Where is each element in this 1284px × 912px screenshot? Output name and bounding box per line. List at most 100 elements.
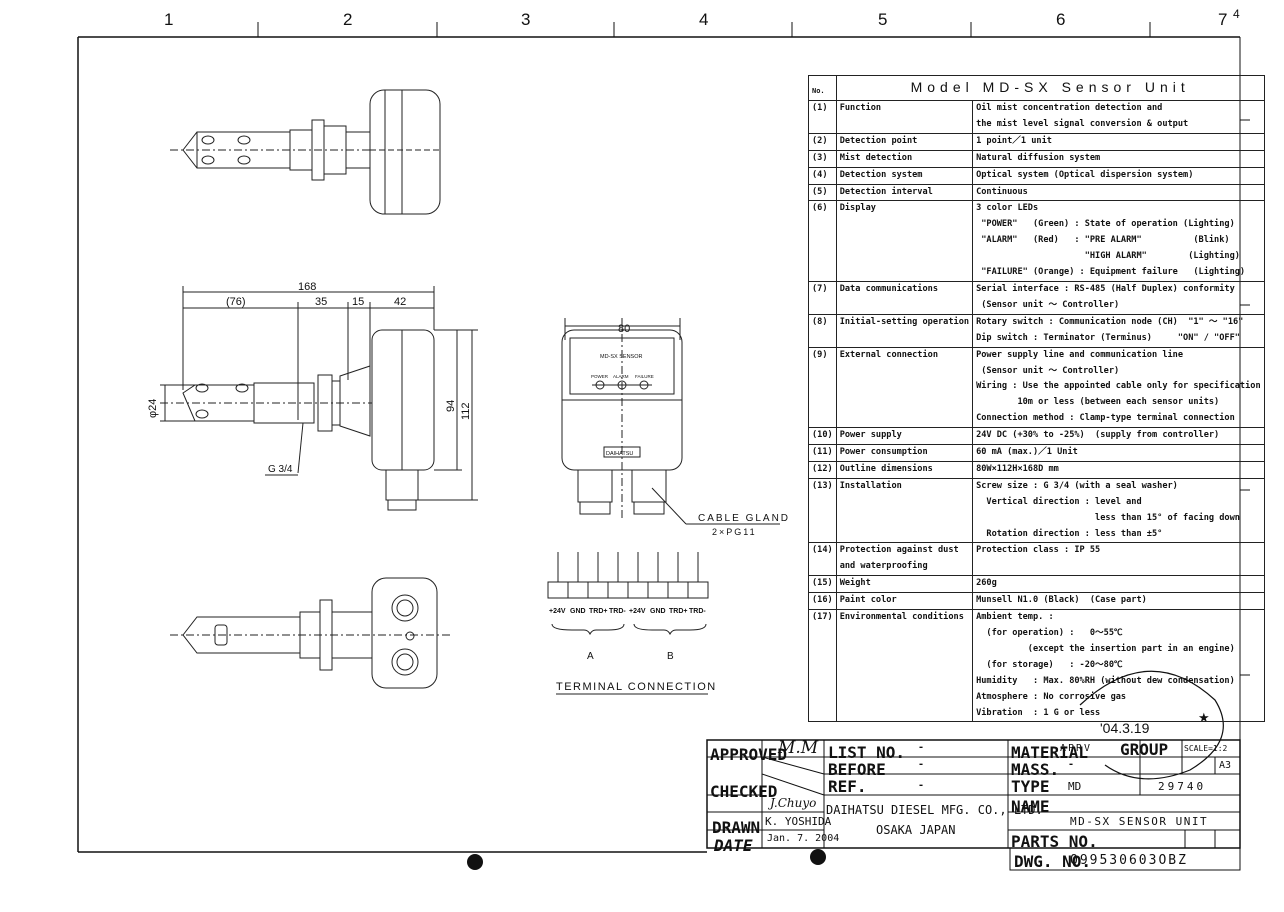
company-city: OSAKA JAPAN — [876, 823, 956, 837]
spec-row-number: (2) — [808, 132, 837, 151]
thread-callout: G 3/4 — [268, 464, 293, 475]
spec-item-label: Weight — [839, 578, 871, 589]
list-no-value: - — [918, 742, 925, 753]
type-value: MD — [1068, 780, 1082, 793]
spec-row-value: Natural diffusion system — [972, 149, 1265, 168]
group-b-label: B — [667, 651, 674, 662]
spec-row-value: Optical system (Optical dispersion syste… — [972, 166, 1265, 185]
spec-row-number: (3) — [808, 149, 837, 168]
spec-value-line: 3 color LEDs — [976, 203, 1039, 214]
spec-value-line: 1 point／1 unit — [976, 135, 1052, 146]
title-block-grid — [706, 739, 1241, 871]
spec-item-label: Mist detection — [839, 152, 913, 163]
spec-value-line: 24V DC (+30% to -25%) (supply from contr… — [976, 430, 1220, 441]
bottom-view — [170, 577, 450, 689]
spec-row-number: (15) — [808, 575, 837, 594]
spec-value-line: 10m or less (between each sensor units) — [976, 397, 1220, 408]
mass-label: MASS. — [1011, 760, 1060, 779]
led-failure-label: FAILURE — [635, 374, 654, 379]
dim-probe-length: (76) — [226, 296, 246, 308]
dimension-labels: 168 (76) 35 15 42 φ24 94 112 G 3/4 80 — [147, 281, 630, 475]
dim-overall-length: 168 — [298, 281, 316, 293]
spec-row-number: (4) — [808, 166, 837, 185]
dim-diameter: φ24 — [147, 399, 159, 418]
spec-row-number: (5) — [808, 183, 837, 202]
spec-item-label: Protection against dust — [839, 545, 959, 556]
spec-value-line: Serial interface : RS-485 (Half Duplex) … — [976, 283, 1235, 294]
spec-row-value: Rotary switch : Communication node (CH) … — [972, 313, 1265, 348]
cable-gland-label: CABLE GLAND — [698, 513, 790, 524]
brand-plate: DAIHATSU — [606, 451, 633, 457]
spec-value-line: Vibration : 1 G or less — [976, 707, 1101, 718]
spec-value-line: Wiring : Use the appointed cable only fo… — [976, 381, 1261, 392]
spec-value-line: Screw size : G 3/4 (with a seal washer) — [976, 480, 1178, 491]
spec-value-line: Humidity : Max. 80%RH (without dew conde… — [976, 675, 1235, 686]
panel-model-label: MD-SX SENSOR — [600, 354, 643, 360]
drawn-by: K. YOSHIDA — [765, 815, 832, 828]
spec-row-value: 80W×112H×168D mm — [972, 460, 1265, 479]
spec-row-item: Weight — [835, 575, 974, 594]
spec-value-line: Ambient temp. : — [976, 612, 1054, 623]
type-number: 29740 — [1158, 780, 1207, 793]
checked-label: CHECKED — [710, 782, 778, 801]
no-header: No. — [808, 75, 837, 101]
stamp-date: '04.3.19 — [1100, 720, 1150, 736]
sheet-size: A3 — [1219, 760, 1232, 771]
dim-thread-length: 35 — [315, 296, 327, 308]
spec-row-number: (1) — [808, 100, 837, 134]
side-view — [160, 286, 478, 511]
spec-row-value: 24V DC (+30% to -25%) (supply from contr… — [972, 427, 1265, 446]
zone-number: 4 — [699, 10, 708, 29]
spec-row-value: 3 color LEDs "POWER" (Green) : State of … — [972, 200, 1265, 282]
dim-width: 80 — [618, 323, 630, 335]
parts-no-label: PARTS NO. — [1011, 832, 1098, 851]
spec-value-line: (for operation) : 0～55℃ — [976, 628, 1123, 638]
dim-height-94: 94 — [445, 400, 457, 412]
spec-row-value: Continuous — [972, 183, 1265, 202]
before-label: BEFORE — [828, 760, 886, 779]
spec-row-value: Oil mist concentration detection and the … — [972, 100, 1265, 134]
list-no-label: LIST NO. — [828, 743, 906, 762]
spec-row-item: Initial-setting operation — [835, 313, 974, 348]
name-label: NAME — [1011, 797, 1050, 816]
spec-row-number: (11) — [808, 444, 837, 462]
spec-row-item: External connection — [835, 346, 974, 429]
spec-value-line: (except the insertion part in an engine) — [976, 643, 1235, 654]
dwg-no-value: Q99530603OBZ — [1070, 853, 1188, 868]
spec-row-value: Power supply line and communication line… — [972, 346, 1265, 429]
spec-row-number: (6) — [808, 200, 837, 282]
spec-value-line: the mist level signal conversion & outpu… — [976, 118, 1189, 129]
zone-numbers: 1 2 3 4 5 6 7 4 — [164, 7, 1240, 29]
spec-row-value: Ambient temp. : (for operation) : 0～55℃ … — [972, 609, 1265, 723]
spec-row: (3)Mist detection Natural diffusion syste… — [808, 149, 1265, 168]
spec-item-label: Detection point — [839, 135, 918, 146]
group-label: GROUP — [1120, 740, 1169, 759]
spec-value-line: Oil mist concentration detection and — [976, 103, 1163, 113]
zone-number: 4 — [1233, 7, 1240, 21]
spec-row-item: Data communications — [835, 280, 974, 315]
spec-item-label: Data communications — [839, 283, 939, 294]
spec-value-line: "ALARM" (Red) : "PRE ALARM" (Blink) — [976, 235, 1230, 246]
spec-row-item: Detection system — [835, 166, 974, 185]
spec-value-line: (Sensor unit ～ Controller) — [976, 365, 1120, 376]
terminal-label: GND — [650, 608, 666, 615]
cable-gland-spec: 2×PG11 — [712, 527, 757, 537]
spec-value-line: Connection method : Clamp-type terminal … — [976, 413, 1235, 424]
spec-row-value: Screw size : G 3/4 (with a seal washer) … — [972, 477, 1265, 544]
spec-item-label: Detection interval — [839, 186, 933, 197]
spec-row-item: Installation — [835, 477, 974, 544]
terminal-label: GND — [570, 608, 586, 615]
spec-value-line: Natural diffusion system — [976, 152, 1101, 163]
spec-value-line: Rotary switch : Communication node (CH) … — [976, 316, 1244, 327]
date-label: DATE — [714, 836, 753, 855]
